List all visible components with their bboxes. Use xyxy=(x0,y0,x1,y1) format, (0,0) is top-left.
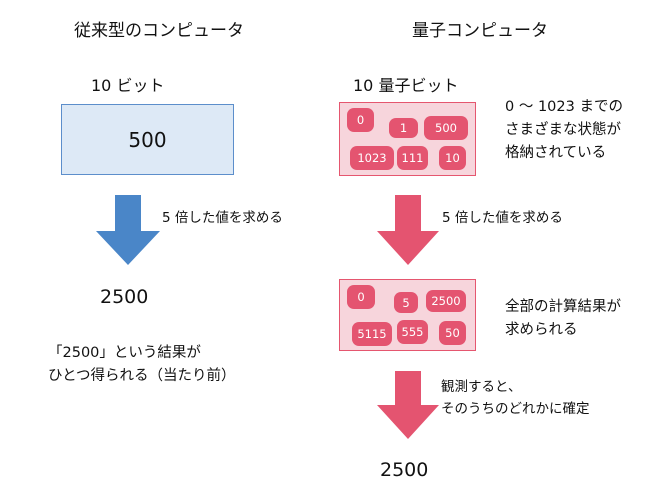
result-chip: 0 xyxy=(347,285,375,309)
classical-register-box: 500 xyxy=(61,104,234,175)
quantum-states-note: 0 ～ 1023 までの さまざまな状態が 格納されている xyxy=(505,96,655,165)
classical-arrow xyxy=(96,195,160,265)
state-chip: 1023 xyxy=(350,146,394,170)
quantum-measure-arrow xyxy=(377,371,439,439)
quantum-states-note-line: 格納されている xyxy=(505,145,607,161)
quantum-states-note-line: 0 ～ 1023 までの xyxy=(505,99,623,115)
quantum-measure-note: 観測すると、 そのうちのどれかに確定 xyxy=(441,376,590,420)
classical-note-line: 「2500」という結果が xyxy=(48,345,201,361)
result-chip: 5 xyxy=(394,292,418,313)
quantum-measure-line: 観測すると、 xyxy=(441,379,522,395)
quantum-final-result: 2500 xyxy=(380,459,429,481)
result-chip: 5115 xyxy=(352,322,392,346)
state-chip: 111 xyxy=(397,146,428,170)
result-chip: 50 xyxy=(439,321,466,345)
quantum-register-box: 0 1 500 1023 111 10 xyxy=(339,102,476,176)
quantum-results-box: 0 5 2500 5115 555 50 xyxy=(339,279,476,351)
classical-register-value: 500 xyxy=(128,127,167,152)
classical-note-line: ひとつ得られる（当たり前） xyxy=(48,368,236,384)
quantum-results-note-line: 全部の計算結果が xyxy=(505,299,621,315)
quantum-compute-arrow xyxy=(377,195,439,265)
quantum-states-note-line: さまざまな状態が xyxy=(505,122,621,138)
quantum-results-note: 全部の計算結果が 求められる xyxy=(505,296,655,342)
classical-operation-label: 5 倍した値を求める xyxy=(162,210,283,226)
quantum-title: 量子コンピュータ xyxy=(412,21,548,41)
state-chip: 10 xyxy=(439,146,466,170)
result-chip: 555 xyxy=(397,320,428,344)
quantum-results-note-line: 求められる xyxy=(505,322,578,338)
classical-bits-label: 10 ビット xyxy=(91,76,165,95)
classical-title: 従来型のコンピュータ xyxy=(74,21,244,41)
classical-result: 2500 xyxy=(100,286,149,308)
state-chip: 0 xyxy=(347,108,374,132)
state-chip: 1 xyxy=(389,118,418,138)
state-chip: 500 xyxy=(424,116,468,140)
quantum-measure-line: そのうちのどれかに確定 xyxy=(441,401,590,417)
quantum-operation-label: 5 倍した値を求める xyxy=(442,210,563,226)
classical-result-note: 「2500」という結果が ひとつ得られる（当たり前） xyxy=(48,342,248,388)
result-chip: 2500 xyxy=(426,290,466,312)
quantum-bits-label: 10 量子ビット xyxy=(353,76,459,95)
